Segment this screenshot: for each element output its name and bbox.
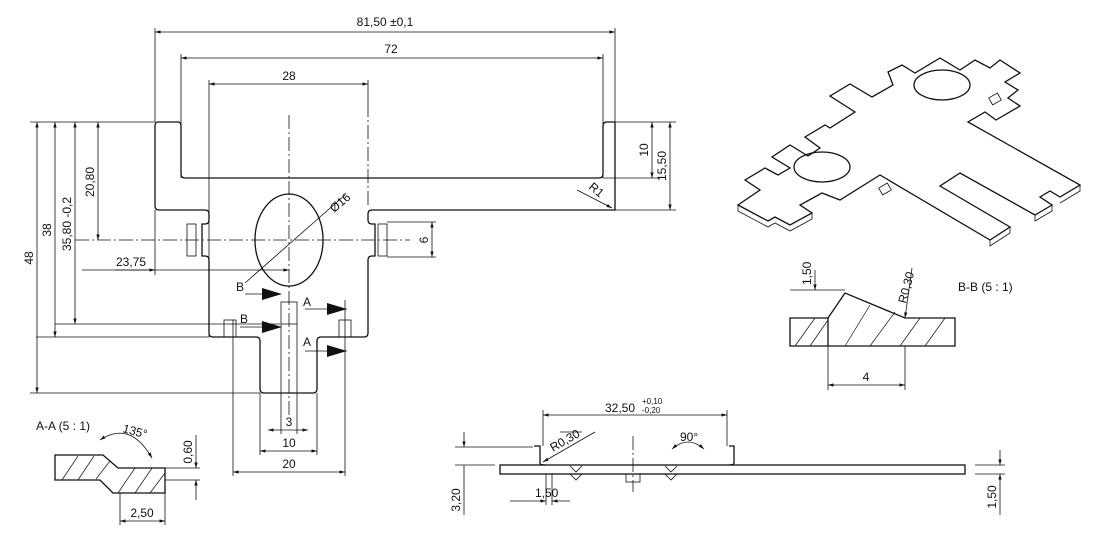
section-cut-markers: B B A A (236, 280, 347, 357)
section-aa-thickness: 0,60 (181, 440, 195, 464)
isometric-view (736, 57, 1082, 247)
dim-offset-23: 23,75 (116, 255, 146, 269)
dim-height-38: 38 (40, 223, 54, 237)
dim-radius-r1: R1 (586, 180, 607, 201)
dim-bottom-10: 10 (282, 436, 296, 450)
side-view-height: 3,20 (449, 488, 463, 512)
dim-bottom-3: 3 (286, 415, 293, 429)
dim-height-20: 20,80 (83, 167, 97, 197)
side-view-angle: 90° (680, 430, 698, 444)
section-aa-width: 2,50 (130, 506, 154, 520)
dim-hole-diameter: Ø16 (327, 190, 354, 216)
section-aa: A-A (5 : 1) 135° 0,60 2,50 (36, 419, 200, 525)
section-mark-b-2: B (240, 312, 248, 326)
dim-height-35: 35,80 -0,2 (60, 197, 74, 251)
section-aa-title: A-A (5 : 1) (36, 419, 90, 433)
dim-body-width: 28 (282, 69, 296, 83)
section-mark-b: B (236, 280, 244, 294)
side-view-thickness: 1,50 (985, 485, 999, 509)
tab-bottom-left (223, 319, 237, 338)
side-view-tol-lower: -0,20 (642, 406, 661, 415)
section-mark-a-2: A (303, 335, 311, 349)
dim-inner-slot: 72 (384, 42, 398, 56)
side-view-tol-upper: +0,10 (642, 397, 663, 406)
section-bb-title: B-B (5 : 1) (958, 280, 1013, 294)
section-aa-angle: 135° (121, 421, 149, 441)
section-bb: B-B (5 : 1) 1,50 R0,30 4 (789, 261, 1013, 390)
side-view-notch: 1,50 (535, 486, 559, 500)
section-bb-height: 1,50 (800, 261, 814, 285)
dim-overall-width: 81,50 ±0,1 (357, 15, 414, 29)
part-outline (154, 121, 616, 394)
section-bb-radius: R0,30 (895, 270, 917, 305)
side-view-radius: R0,30 (548, 426, 583, 454)
dim-flange-15: 15,50 (655, 151, 669, 181)
dim-height-48: 48 (22, 251, 36, 265)
section-bb-width: 4 (863, 370, 870, 384)
section-mark-a: A (303, 295, 311, 309)
dim-flange-10: 10 (637, 143, 651, 157)
side-view: 32,50 +0,10 -0,20 R0,30 90° 3,20 1,50 1,… (449, 397, 1005, 515)
main-view: 81,50 ±0,1 72 28 Ø16 10 15,50 R1 6 48 38… (22, 15, 676, 476)
dim-bottom-20: 20 (282, 457, 296, 471)
dim-tab-6: 6 (417, 236, 431, 243)
side-view-span: 32,50 (605, 401, 635, 415)
